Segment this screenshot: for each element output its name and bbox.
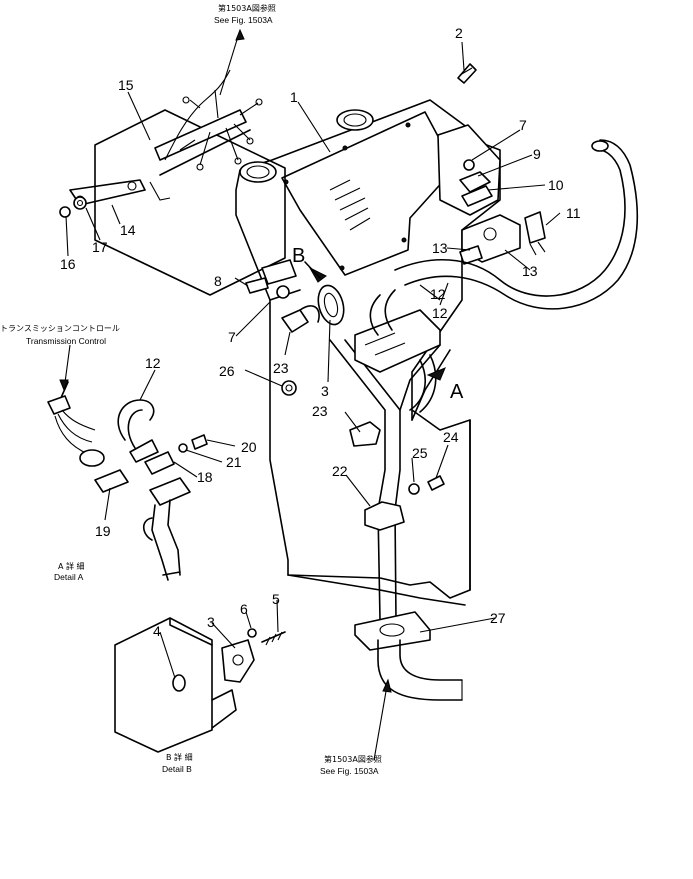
callout-23b: 23 (312, 403, 328, 419)
detail-a-jp: A 詳 細 (58, 561, 85, 571)
bottom-ref-en: See Fig. 1503A (320, 766, 379, 776)
callout-3a: 3 (321, 383, 329, 399)
callout-4: 4 (153, 623, 161, 639)
callout-26: 26 (219, 363, 235, 379)
callout-20: 20 (241, 439, 257, 455)
bolt-washer-16-17 (59, 196, 87, 218)
valve-assembly (354, 289, 441, 413)
harness-bracket (69, 69, 286, 296)
switch-8 (245, 259, 297, 299)
callout-18: 18 (197, 469, 213, 485)
callout-2: 2 (455, 25, 463, 41)
callout-16: 16 (60, 256, 76, 272)
instrument-panel (281, 111, 456, 276)
callout-1: 1 (290, 89, 298, 105)
transmission-label-en: Transmission Control (26, 336, 106, 346)
view-label-a: A (450, 381, 464, 403)
grommet-3 (317, 284, 345, 326)
callout-17: 17 (92, 239, 108, 255)
callout-13a: 13 (432, 240, 448, 256)
detail-b-en: Detail B (162, 764, 192, 774)
callout-19: 19 (95, 523, 111, 539)
callout-14: 14 (120, 222, 136, 238)
transmission-label-jp: トランスミッションコントロール (0, 324, 120, 333)
callout-13b: 13 (522, 263, 538, 279)
callout-6: 6 (240, 601, 248, 617)
callout-12a: 12 (430, 286, 446, 302)
callout-12b: 12 (432, 305, 448, 321)
callout-numbers: 2 1 15 7 9 10 11 13 13 12 12 14 17 16 8 … (60, 25, 581, 639)
callout-7b: 7 (228, 329, 236, 345)
clip-23-upper (281, 305, 320, 333)
hose-arc (394, 139, 639, 310)
callout-7a: 7 (519, 117, 527, 133)
switch-panel (437, 124, 546, 265)
top-ref-jp: 第1503A図参照 (218, 3, 276, 13)
arrow-a (426, 367, 446, 381)
view-label-b: B (292, 245, 305, 267)
callout-25: 25 (412, 445, 428, 461)
detail-a (47, 381, 208, 581)
callout-3b: 3 (207, 614, 215, 630)
reference-arrows (59, 28, 392, 693)
gauge-cups (239, 109, 374, 183)
callout-21: 21 (226, 454, 242, 470)
callout-12c: 12 (145, 355, 161, 371)
bolt-2 (457, 63, 477, 84)
detail-a-en: Detail A (54, 572, 84, 582)
callout-22: 22 (332, 463, 348, 479)
callout-8: 8 (214, 273, 222, 289)
callout-23a: 23 (273, 360, 289, 376)
column-pipe (329, 339, 463, 701)
detail-b-jp: B 詳 細 (166, 752, 193, 762)
callout-5: 5 (272, 591, 280, 607)
reference-notes: 第1503A図参照 See Fig. 1503A トランスミッションコントロール… (0, 3, 382, 776)
top-ref-en: See Fig. 1503A (214, 15, 273, 25)
callout-24: 24 (443, 429, 459, 445)
callout-9: 9 (533, 146, 541, 162)
washer-26 (281, 380, 297, 396)
detail-b (114, 617, 286, 753)
callout-15: 15 (118, 77, 134, 93)
callout-10: 10 (548, 177, 564, 193)
bottom-ref-jp: 第1503A図参照 (324, 754, 382, 764)
arrow-b (304, 261, 327, 283)
leader-lines (63, 29, 561, 761)
callout-11: 11 (566, 205, 581, 221)
callout-27: 27 (490, 610, 506, 626)
